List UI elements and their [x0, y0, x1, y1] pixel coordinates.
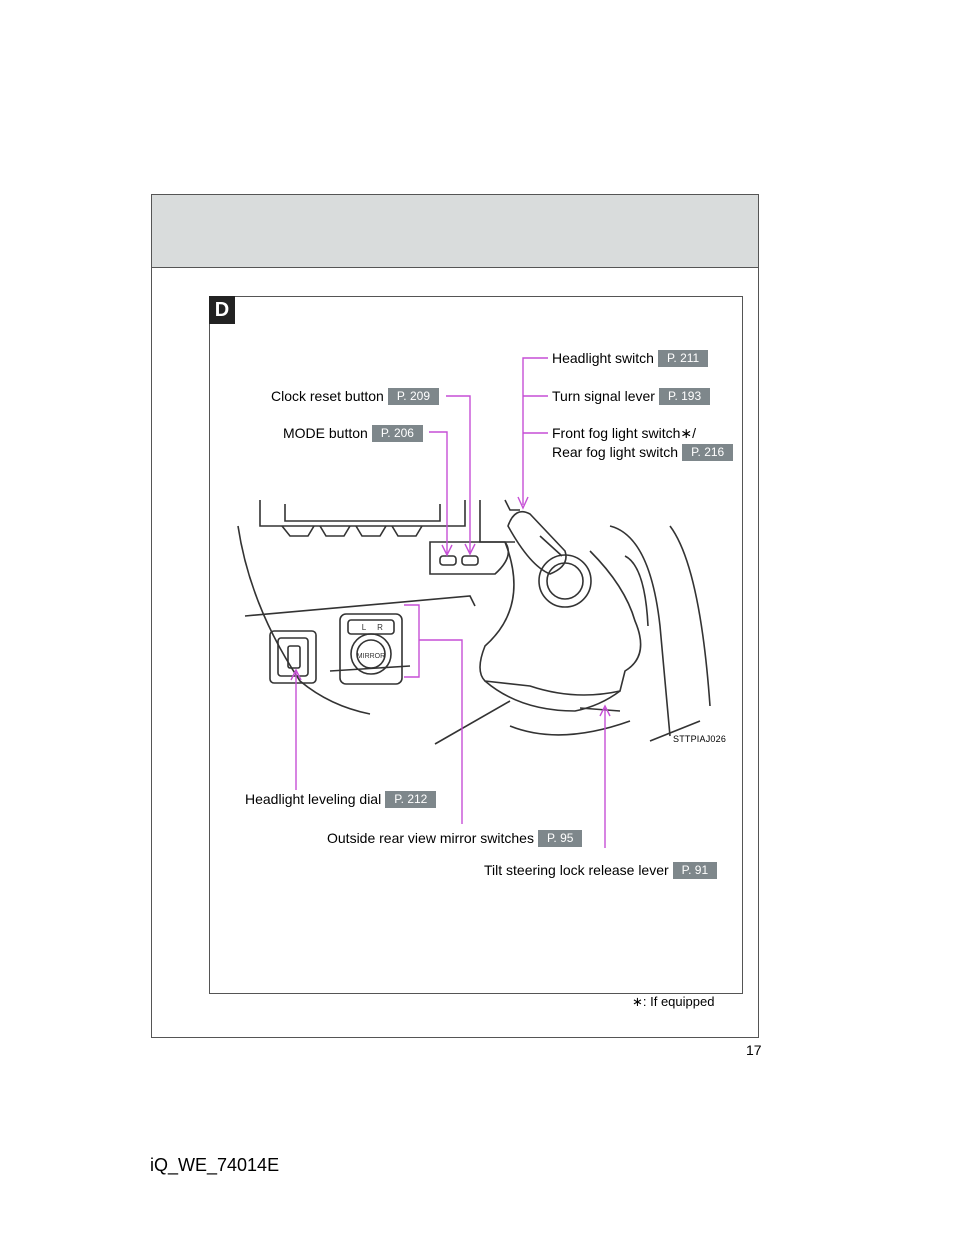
mirror-label: MIRROR: [357, 653, 385, 660]
section-panel: [209, 296, 743, 994]
figure-code: STTPIAJ026: [673, 734, 727, 744]
mirror-switches-text: Outside rear view mirror switches: [327, 830, 534, 846]
footnote: ∗: If equipped: [632, 994, 715, 1009]
document-code: iQ_WE_74014E: [150, 1155, 280, 1175]
headlight-leveling-text: Headlight leveling dial: [245, 791, 382, 807]
steering-column-illustration: MIRROR L R: [237, 499, 711, 745]
tilt-steering-page-ref[interactable]: P. 91: [672, 862, 718, 879]
rear-fog-text: Rear fog light switch: [552, 444, 679, 460]
mirror-switches-page-ref[interactable]: P. 95: [537, 830, 583, 847]
headlight-switch-page-ref[interactable]: P. 211: [657, 350, 709, 367]
header-band: [152, 195, 758, 268]
mode-button-page-ref[interactable]: P. 206: [371, 425, 423, 442]
page-number: 17: [746, 1042, 762, 1058]
left-key-label: L: [362, 623, 367, 632]
page-frame: [151, 194, 759, 1038]
headlight-switch-text: Headlight switch: [552, 350, 654, 366]
section-letter-badge: D: [209, 296, 235, 324]
headlight-leveling-page-ref[interactable]: P. 212: [385, 791, 437, 808]
fog-switch-page-ref[interactable]: P. 216: [682, 444, 734, 461]
mode-button-text: MODE button: [283, 425, 368, 441]
turn-signal-text: Turn signal lever: [552, 388, 655, 404]
clock-reset-text: Clock reset button: [271, 388, 384, 404]
right-key-label: R: [377, 623, 383, 632]
clock-reset-page-ref[interactable]: P. 209: [387, 388, 439, 405]
fog-switch-label-line1: Front fog light switch∗/: [552, 425, 697, 441]
turn-signal-page-ref[interactable]: P. 193: [658, 388, 711, 405]
tilt-steering-text: Tilt steering lock release lever: [484, 862, 669, 878]
